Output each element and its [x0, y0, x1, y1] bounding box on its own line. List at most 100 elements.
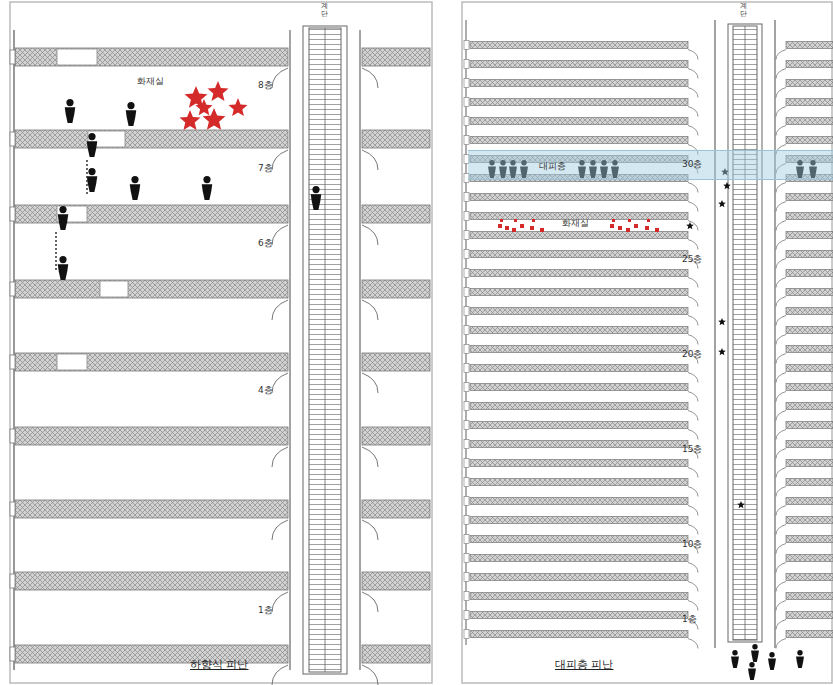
refuge-floor-band: 대피층: [468, 150, 833, 180]
wall-post: [464, 98, 469, 107]
wall-post: [10, 282, 15, 296]
door-arc: [776, 601, 786, 611]
floor-slab: [786, 194, 833, 201]
door-arc: [776, 183, 786, 193]
wall-post: [464, 345, 469, 354]
door-arc: [688, 107, 698, 117]
floor-slab: [15, 572, 288, 590]
door-arc: [776, 316, 786, 326]
door-arc: [776, 107, 786, 117]
floor-slab: [786, 61, 833, 68]
door-arc: [362, 150, 378, 170]
door-arc: [776, 487, 786, 497]
fire-mark: [505, 226, 509, 230]
person-icon: [769, 652, 774, 657]
fire-mark: [532, 219, 535, 222]
floor-slab: [786, 555, 833, 562]
door-arc: [776, 449, 786, 459]
floor-slab: [786, 479, 833, 486]
floor-slab: [15, 48, 288, 66]
star-mark: [718, 348, 726, 355]
floor-slab: [470, 365, 688, 372]
wall-post: [464, 402, 469, 411]
door-arc: [362, 225, 378, 245]
door-arc: [776, 259, 786, 269]
wall-post: [464, 41, 469, 50]
floor-slab: [15, 280, 288, 298]
door-arc: [688, 525, 698, 535]
person-icon: [130, 184, 141, 200]
floor-slab: [470, 118, 688, 125]
wall-post: [464, 136, 469, 145]
door-arc: [776, 88, 786, 98]
wall-post: [464, 554, 469, 563]
fire-mark: [530, 226, 534, 230]
floor-number: 7층: [258, 163, 273, 174]
floor-slab: [470, 251, 688, 258]
floor-slab: [470, 574, 688, 581]
floor-slab: [470, 99, 688, 106]
wall-post: [464, 212, 469, 221]
door-arc: [776, 411, 786, 421]
band-label: 대피층: [539, 160, 566, 173]
door-arc: [688, 468, 698, 478]
floor-slab: [470, 232, 688, 239]
floor-slab: [786, 574, 833, 581]
person-icon: [203, 176, 210, 183]
fire-mark: [655, 228, 659, 232]
panel-frame: [462, 2, 832, 683]
door-arc: [362, 68, 378, 88]
door-arc: [688, 202, 698, 212]
star-mark: [718, 318, 726, 325]
door-arc: [776, 582, 786, 592]
wall-post: [464, 440, 469, 449]
floor-slab: [362, 572, 430, 590]
person-icon: [66, 99, 73, 106]
floor-slab: [786, 118, 833, 125]
person-icon: [58, 214, 69, 230]
door-arc: [688, 601, 698, 611]
door-arc: [362, 665, 378, 685]
door-arc: [688, 88, 698, 98]
floor-slab: [362, 280, 430, 298]
floor-slab: [786, 289, 833, 296]
person-icon: [59, 206, 66, 213]
fire-room-label: 화재실: [562, 218, 589, 229]
hatch-opening: [57, 354, 87, 370]
panel-frame: [10, 2, 432, 683]
wall-post: [464, 592, 469, 601]
floor-slab: [786, 498, 833, 505]
floor-slab: [470, 403, 688, 410]
floor-slab: [15, 130, 288, 148]
person-icon: [749, 662, 754, 667]
person-icon: [751, 650, 759, 662]
door-arc: [688, 430, 698, 440]
floor-slab: [470, 327, 688, 334]
stair-label: 계단: [740, 3, 747, 18]
floor-slab: [786, 232, 833, 239]
person-icon: [311, 194, 322, 210]
floor-number: 4층: [258, 385, 273, 396]
fire-mark: [626, 228, 630, 232]
star-mark: [229, 98, 248, 116]
stair-wall: [714, 20, 715, 648]
star-mark: [686, 222, 694, 229]
floor-slab: [786, 42, 833, 49]
door-arc: [776, 373, 786, 383]
floor-slab: [470, 593, 688, 600]
stair-label: 계단: [321, 3, 328, 18]
wall-post: [464, 459, 469, 468]
wall-post: [464, 630, 469, 639]
door-arc: [776, 278, 786, 288]
wall-post: [464, 364, 469, 373]
fire-mark: [645, 226, 649, 230]
floor-slab: [786, 327, 833, 334]
floor-slab: [15, 205, 288, 223]
floor-slab: [786, 593, 833, 600]
star-mark: [718, 200, 726, 207]
door-arc: [272, 447, 288, 467]
floor-slab: [470, 498, 688, 505]
stair-wall: [289, 30, 290, 670]
door-arc: [688, 316, 698, 326]
